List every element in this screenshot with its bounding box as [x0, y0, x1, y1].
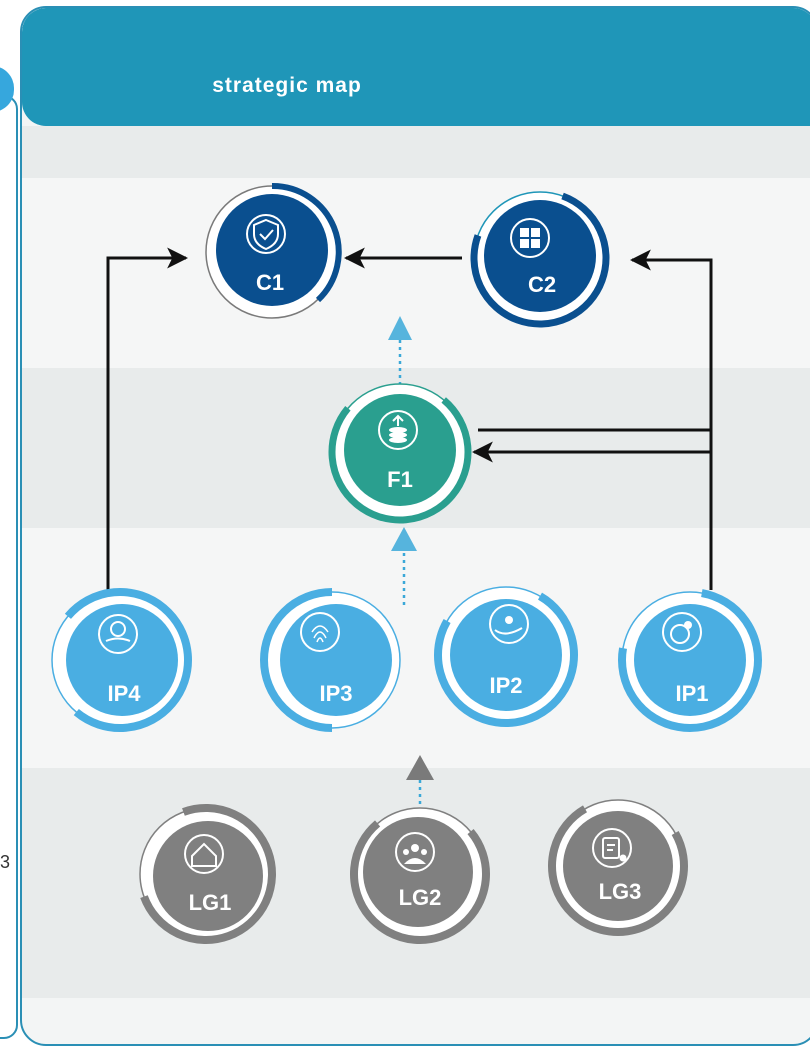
node-ip1[interactable]: IP1	[611, 581, 769, 739]
node-lg2[interactable]: LG2	[327, 781, 513, 967]
node-lg3[interactable]: LG3	[528, 776, 708, 956]
node-ip3[interactable]: IP3	[260, 588, 401, 732]
edge-ip1-c2	[629, 249, 713, 590]
shield-check-icon	[246, 214, 286, 254]
node-label: IP2	[489, 673, 522, 698]
house-people-icon	[184, 834, 224, 874]
node-c1[interactable]: C1	[205, 182, 342, 319]
band-top	[22, 126, 810, 178]
node-ip4[interactable]: IP4	[24, 564, 216, 756]
left-side-tab[interactable]	[0, 66, 14, 112]
node-label: IP4	[107, 681, 141, 706]
node-label: LG2	[399, 885, 442, 910]
clipboard-gear-icon	[592, 828, 632, 868]
node-lg1[interactable]: LG1	[121, 789, 290, 958]
edge-ip4-c1	[106, 247, 189, 590]
edge-ip3-f1-dotted	[391, 527, 417, 605]
edge-ip1-f1	[471, 441, 713, 590]
node-label: LG3	[599, 879, 642, 904]
money-growth-icon	[378, 410, 418, 450]
globe-pin-icon	[662, 612, 702, 652]
left-panel-mark: 3	[0, 852, 11, 872]
node-label: C1	[256, 270, 284, 295]
band-customer	[22, 178, 810, 368]
header-bar: strategic map	[22, 8, 810, 126]
node-label: LG1	[189, 890, 232, 915]
hand-people-icon	[489, 604, 529, 644]
page-title: strategic map	[212, 74, 362, 97]
node-c2[interactable]: C2	[455, 173, 624, 342]
node-label: IP1	[675, 681, 708, 706]
node-label: C2	[528, 272, 556, 297]
edge-f1-c2-dotted	[388, 316, 412, 392]
node-f1[interactable]: F1	[304, 356, 496, 548]
node-label: F1	[387, 467, 413, 492]
node-ip2[interactable]: IP2	[413, 562, 599, 748]
node-label: IP3	[319, 681, 352, 706]
lightbulb-book-icon	[98, 614, 138, 654]
team-icon	[395, 832, 435, 872]
puzzle-icon	[510, 218, 550, 258]
fingerprint-icon	[300, 612, 340, 652]
